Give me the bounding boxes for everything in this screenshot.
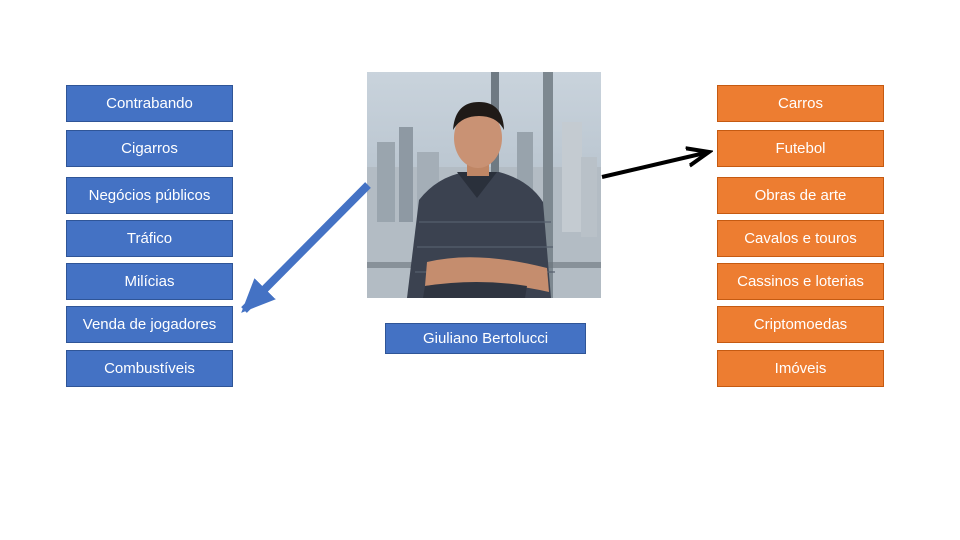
right-item-carros: Carros (717, 85, 884, 122)
left-item-label: Contrabando (106, 95, 193, 112)
right-item-criptomoedas: Criptomoedas (717, 306, 884, 343)
left-item-label: Cigarros (121, 140, 178, 157)
right-item-cavalos-e-touros: Cavalos e touros (717, 220, 884, 257)
person-photo (367, 72, 601, 298)
person-name-text: Giuliano Bertolucci (422, 330, 549, 347)
left-item-cigarros: Cigarros (66, 130, 233, 167)
left-item-label: Combustíveis (104, 360, 195, 377)
left-item-label: Negócios públicos (88, 187, 211, 204)
left-item-label: Tráfico (126, 230, 173, 247)
right-item-label: Cavalos e touros (744, 230, 857, 247)
right-item-futebol: Futebol (717, 130, 884, 167)
right-item-label: Futebol (775, 140, 826, 157)
right-item-imoveis: Imóveis (717, 350, 884, 387)
right-item-label: Carros (777, 95, 823, 112)
left-item-label: Venda de jogadores (82, 316, 217, 333)
right-item-label: Imóveis (774, 360, 827, 377)
left-item-contrabando: Contrabando (66, 85, 233, 122)
right-item-label: Obras de arte (754, 187, 847, 204)
right-item-obras-de-arte: Obras de arte (717, 177, 884, 214)
left-arrow (241, 182, 371, 313)
left-item-negocios-publicos: Negócios públicos (66, 177, 233, 214)
right-item-cassinos-e-loterias: Cassinos e loterias (717, 263, 884, 300)
right-item-label: Cassinos e loterias (737, 273, 864, 290)
person-photo-icon (367, 72, 601, 298)
left-item-milicias: Milícias (66, 263, 233, 300)
left-item-venda-de-jogadores: Venda de jogadores (66, 306, 233, 343)
left-item-label: Milícias (124, 273, 175, 290)
left-item-combustiveis: Combustíveis (66, 350, 233, 387)
right-arrow (601, 152, 709, 179)
left-item-trafico: Tráfico (66, 220, 233, 257)
person-name-label: Giuliano Bertolucci (385, 323, 586, 354)
right-item-label: Criptomoedas (753, 316, 848, 333)
